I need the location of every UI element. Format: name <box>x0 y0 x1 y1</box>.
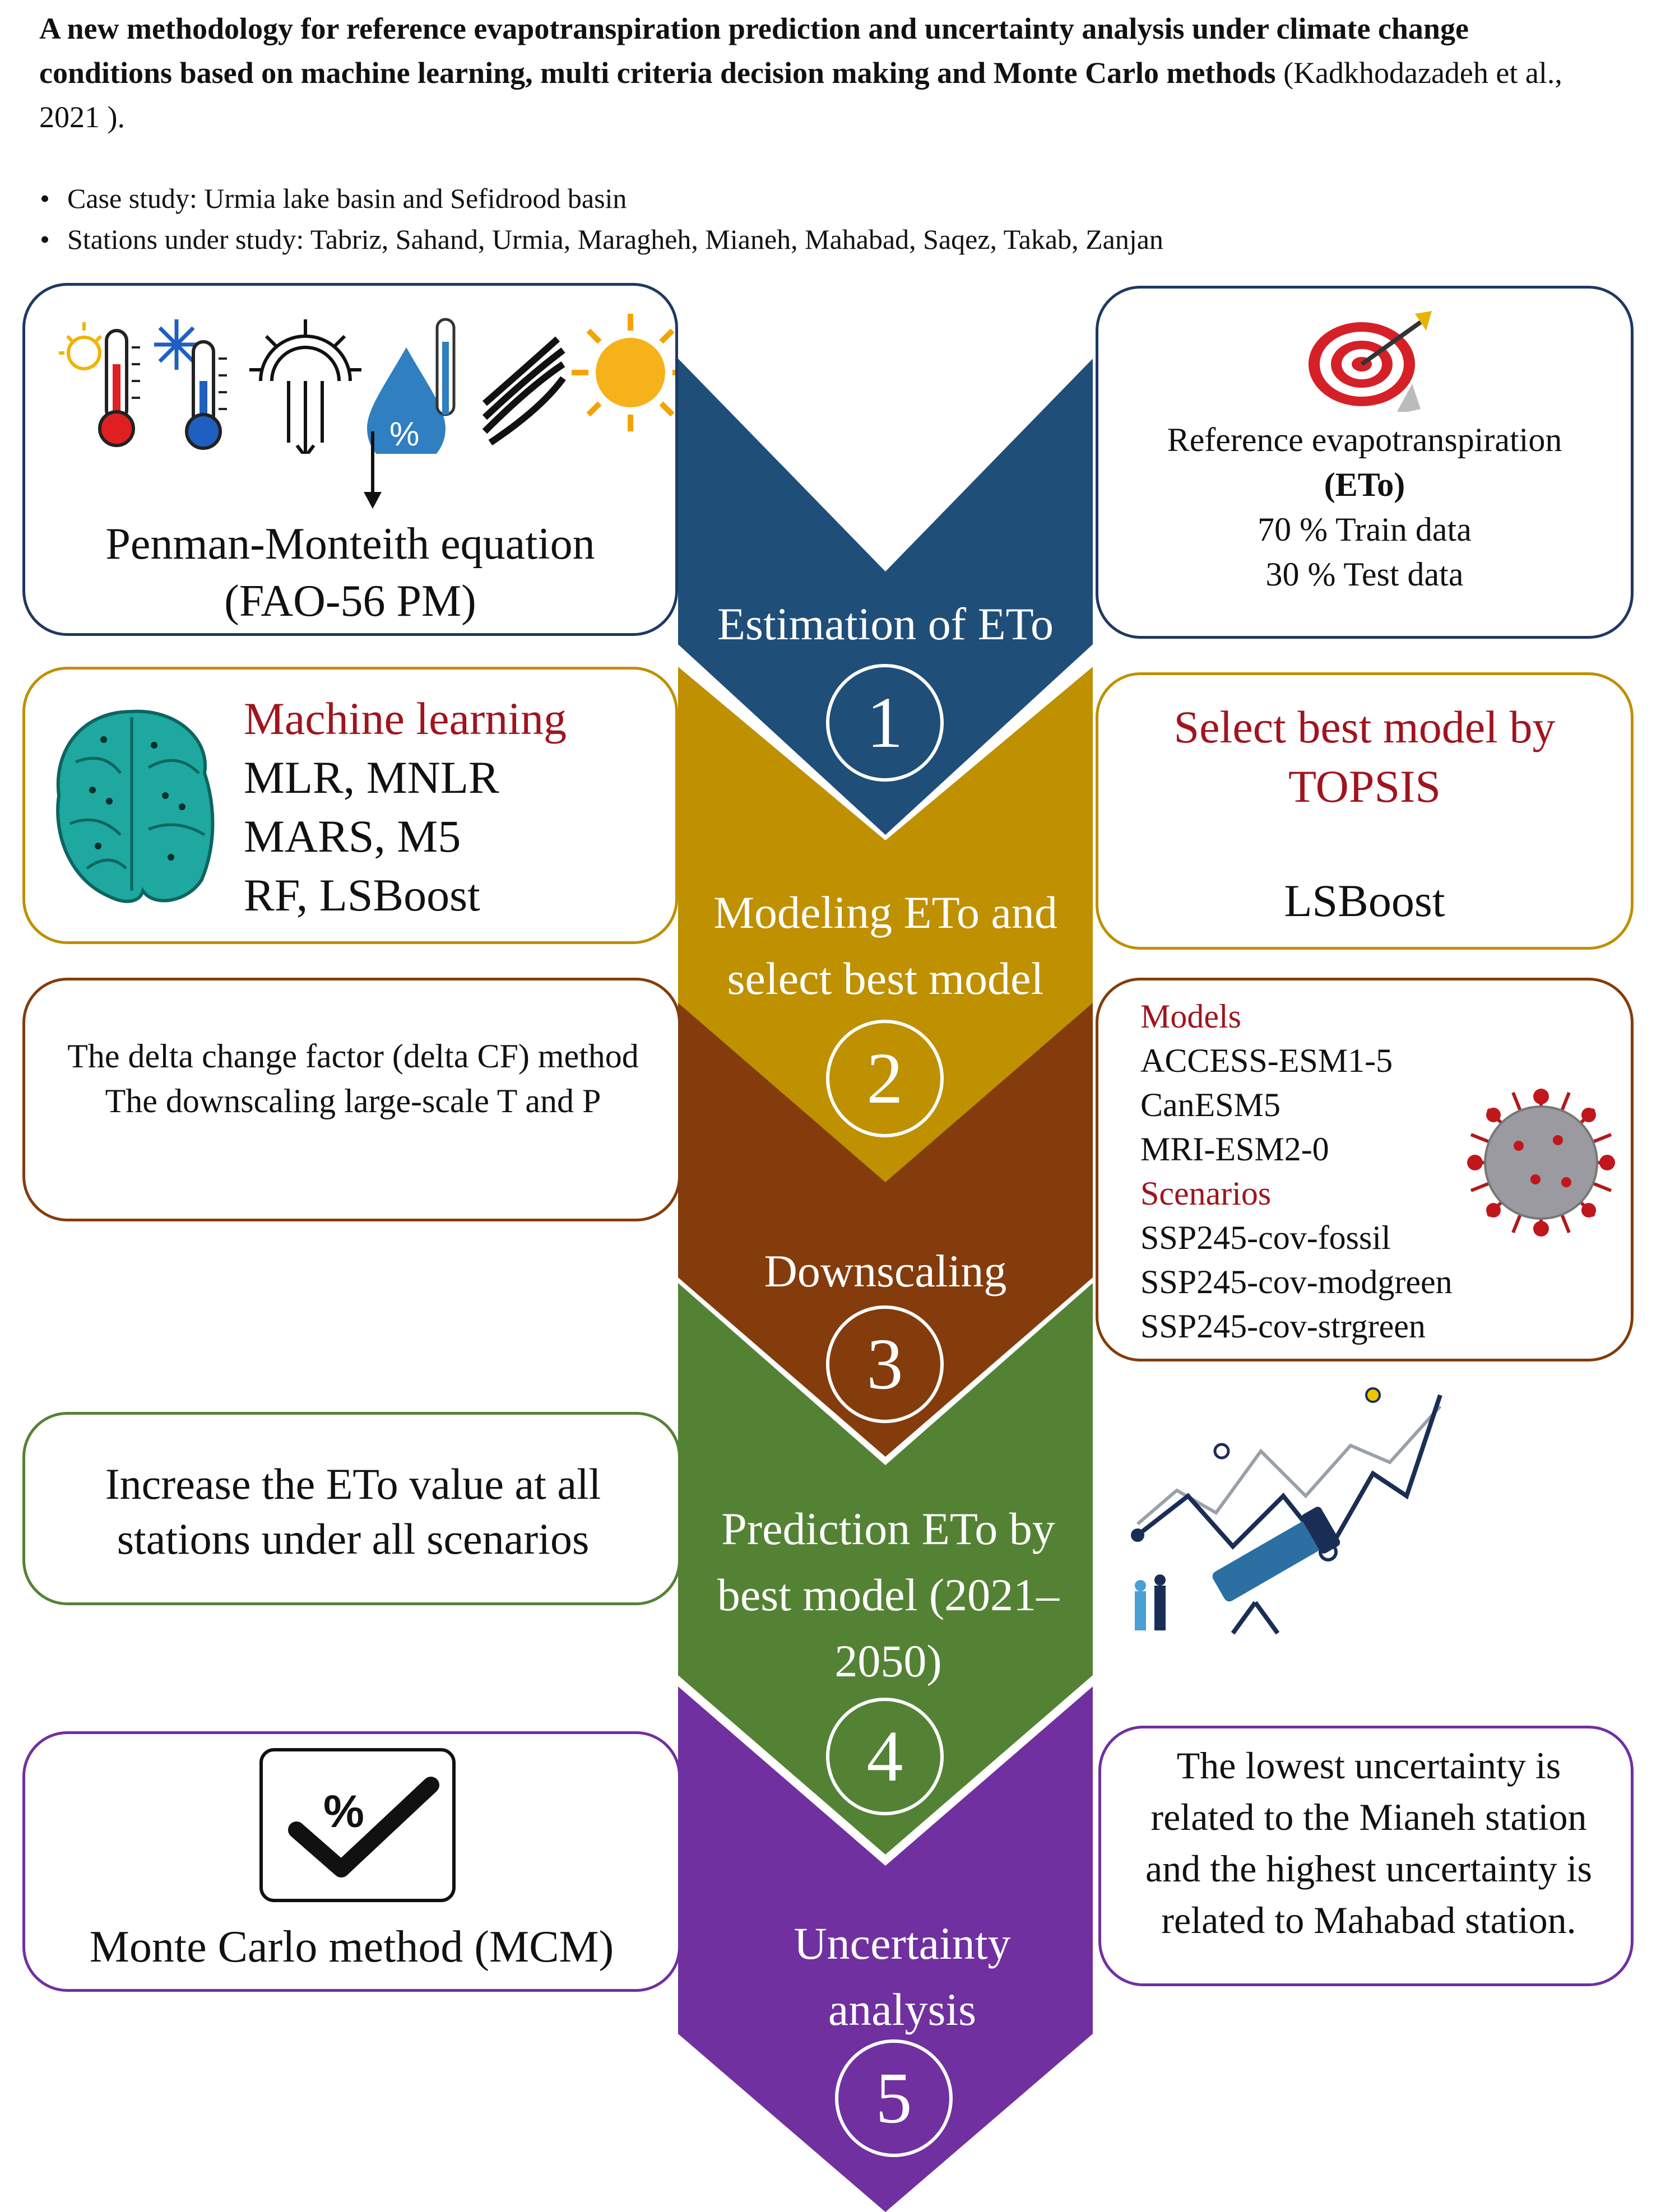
scenario-item: SSP245-cov-fossil <box>1140 1219 1391 1256</box>
increase-box: Increase the ETo value at all stations u… <box>22 1412 681 1605</box>
ml-line: MARS, M5 <box>244 811 461 862</box>
target-icon <box>1309 311 1432 412</box>
eto-box: Reference evapotranspiration (ETo) 70 % … <box>1096 286 1634 639</box>
mcm-box: % Monte Carlo method (MCM) <box>22 1731 681 1992</box>
scenario-item: SSP245-cov-modgreen <box>1140 1263 1453 1300</box>
sun-radiation-icon <box>249 319 361 454</box>
delta-text: The delta change factor (delta CF) metho… <box>67 1038 639 1119</box>
penman-text: Penman-Monteith equation (FAO-56 PM) <box>25 515 675 630</box>
penman-box: % Penman-Monteith equation (FAO-56 P <box>22 283 678 636</box>
chevron-step-3 <box>678 986 1093 1457</box>
humidity-icon: % <box>367 318 456 454</box>
models-heading: Models <box>1140 998 1241 1035</box>
scenarios-heading: Scenarios <box>1140 1175 1272 1212</box>
topsis-heading: Select best model by TOPSIS <box>1173 701 1556 812</box>
models-text: Models ACCESS-ESM1-5 CanESM5 MRI-ESM2-0 … <box>1140 995 1453 1349</box>
penman-line2: (FAO-56 PM) <box>224 577 476 626</box>
weather-icons: % <box>59 314 675 454</box>
step-2-label: Modeling ETo and select best model <box>713 887 1057 1004</box>
penman-line1: Penman-Monteith equation <box>105 519 595 569</box>
percent-glyph: % <box>323 1786 364 1837</box>
checkmark-percent-icon: % <box>259 1748 456 1902</box>
wind-icon <box>482 336 566 445</box>
step-5-number: 5 <box>835 2039 953 2157</box>
step-1-label: Estimation of ETo <box>717 598 1054 649</box>
virus-icon <box>1467 1089 1615 1237</box>
ml-line: RF, LSBoost <box>244 870 480 921</box>
step-3-label: Downscaling <box>764 1246 1007 1296</box>
bullet-list: •Case study: Urmia lake basin and Sefidr… <box>22 178 1592 260</box>
model-item: CanESM5 <box>1140 1086 1281 1123</box>
page-title: A new methodology for reference evapotra… <box>39 7 1608 140</box>
sun-icon <box>572 314 675 431</box>
uncertainty-box: The lowest uncertainty is related to the… <box>1098 1726 1634 1986</box>
step-3-number: 3 <box>826 1305 944 1423</box>
bullet-item: •Case study: Urmia lake basin and Sefidr… <box>22 178 1592 219</box>
eto-line2: (ETo) <box>1324 466 1405 503</box>
thermometer-snow-icon <box>154 319 227 450</box>
model-item: ACCESS-ESM1-5 <box>1140 1042 1393 1079</box>
svg-text:%: % <box>389 415 419 453</box>
model-item: MRI-ESM2-0 <box>1140 1131 1329 1168</box>
ml-box: Machine learning MLR, MNLR MARS, M5 RF, … <box>22 667 678 944</box>
chevron-step-4 <box>678 1283 1093 1855</box>
brain-icon <box>56 709 215 903</box>
title-citation: (Kadkhodazadeh et al., 2021 ). <box>39 56 1562 134</box>
scenario-item: SSP245-cov-strgreen <box>1140 1308 1426 1345</box>
delta-box: The delta change factor (delta CF) metho… <box>22 978 681 1221</box>
thermometer-sun-icon <box>59 322 140 447</box>
uncertainty-text: The lowest uncertainty is related to the… <box>1145 1744 1592 1941</box>
eto-line4: 30 % Test data <box>1265 556 1464 593</box>
step-5-label: Uncertainty analysis <box>794 1918 1011 2035</box>
topsis-result: LSBoost <box>1284 875 1445 926</box>
topsis-box: Select best model by TOPSIS LSBoost <box>1096 672 1634 950</box>
increase-text: Increase the ETo value at all stations u… <box>105 1460 601 1563</box>
mcm-text: Monte Carlo method (MCM) <box>89 1922 614 1972</box>
chevron-step-2 <box>678 667 1093 1182</box>
step-4-number: 4 <box>826 1698 944 1815</box>
bullet-item: •Stations under study: Tabriz, Sahand, U… <box>22 219 1592 260</box>
ml-line: MLR, MNLR <box>244 752 499 803</box>
step-4-label: Prediction ETo by best model (2021–2050) <box>717 1503 1060 1686</box>
chevron-step-5 <box>678 1686 1093 2212</box>
title-bold: A new methodology for reference evapotra… <box>39 12 1469 90</box>
step-1-number: 1 <box>826 664 944 782</box>
ml-heading: Machine learning <box>244 693 567 744</box>
eto-text: Reference evapotranspiration (ETo) 70 % … <box>1098 417 1631 597</box>
eto-line3: 70 % Train data <box>1258 511 1472 548</box>
models-box: Models ACCESS-ESM1-5 CanESM5 MRI-ESM2-0 … <box>1096 978 1634 1361</box>
bullet-text: Stations under study: Tabriz, Sahand, Ur… <box>67 224 1163 255</box>
ml-text: Machine learning MLR, MNLR MARS, M5 RF, … <box>244 689 567 924</box>
down-arrow-icon <box>364 431 382 509</box>
step-2-number: 2 <box>826 1020 944 1137</box>
telescope-chart-icon <box>1131 1387 1442 1635</box>
bullet-text: Case study: Urmia lake basin and Sefidro… <box>67 183 627 214</box>
eto-line1: Reference evapotranspiration <box>1167 421 1562 458</box>
chevron-step-1 <box>678 359 1093 835</box>
